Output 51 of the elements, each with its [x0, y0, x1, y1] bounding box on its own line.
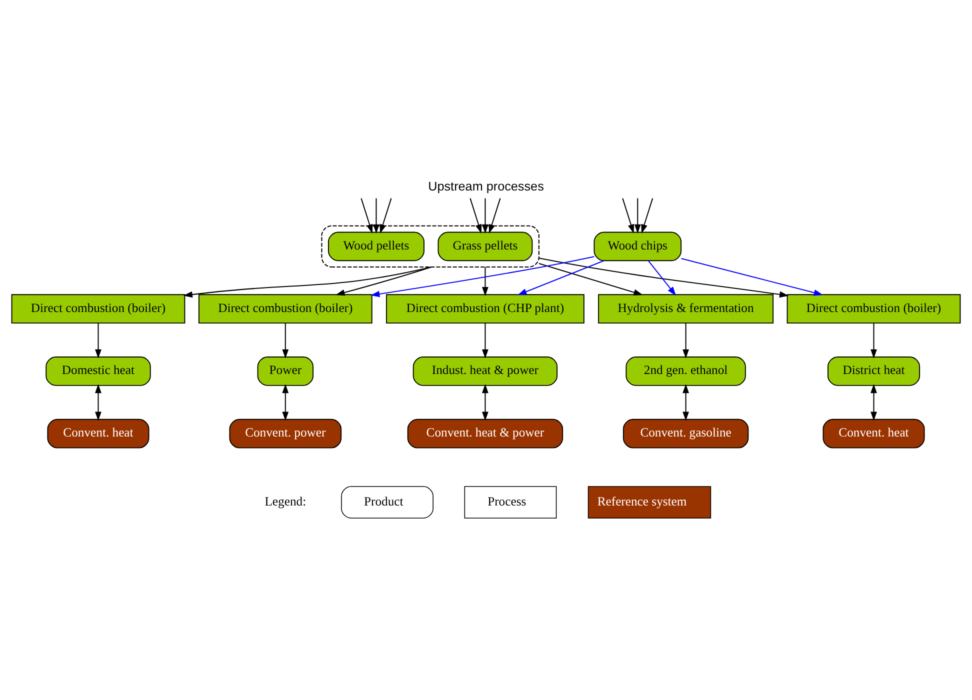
node-box: Indust. heat & power: [412, 356, 558, 386]
node-box: Wood pellets: [328, 232, 424, 262]
arrow: [373, 198, 380, 234]
legend-label: Product: [364, 494, 404, 508]
node-box: Direct combustion (CHP plant): [386, 294, 584, 324]
node-box: Direct combustion (boiler): [11, 294, 186, 324]
node-box: Convent. power: [229, 418, 342, 448]
node-box: Hydrolysis & fermentation: [598, 294, 774, 324]
node-box: Power: [257, 356, 314, 386]
arrow: [482, 198, 488, 234]
legend-label: Reference system: [597, 494, 687, 508]
arrow: [682, 323, 690, 359]
arrow: [648, 260, 676, 296]
arrow: [95, 323, 102, 359]
arrow: [538, 263, 643, 296]
arrow: [282, 384, 289, 421]
arrow: [634, 198, 641, 234]
node-box: Convent. heat & power: [407, 418, 564, 448]
arrow: [488, 198, 501, 234]
arrow: [870, 384, 877, 421]
arrow: [870, 323, 877, 359]
node-box: Grass pellets: [438, 232, 533, 262]
node-box: District heat: [827, 356, 920, 386]
node-box: Direct combustion (boiler): [198, 294, 372, 324]
arrow: [282, 323, 289, 359]
arrow: [482, 323, 488, 359]
arrow: [360, 198, 373, 234]
node-box: Convent. heat: [47, 418, 150, 448]
node-box: Convent. gasoline: [622, 418, 749, 448]
arrow: [470, 198, 482, 234]
arrow: [336, 266, 432, 296]
arrow: [95, 384, 102, 421]
arrow: [518, 260, 604, 296]
node-box: Direct combustion (boiler): [786, 294, 961, 324]
node-box: Wood chips: [594, 232, 682, 262]
arrow: [370, 256, 594, 298]
arrow: [682, 384, 690, 421]
arrow: [183, 266, 432, 298]
arrow: [482, 384, 488, 421]
arrow: [538, 258, 789, 298]
arrow: [641, 198, 654, 234]
arrow: [681, 258, 824, 296]
legend-label: Process: [488, 494, 526, 508]
arrow: [380, 198, 392, 234]
arrow: [622, 198, 634, 234]
label: Legend:: [264, 494, 306, 508]
node-box: 2nd gen. ethanol: [626, 356, 746, 386]
arrow: [482, 266, 488, 296]
diagram-title: Upstream processes: [428, 179, 544, 194]
node-box: Domestic heat: [46, 356, 151, 386]
node-box: Convent. heat: [822, 418, 925, 448]
